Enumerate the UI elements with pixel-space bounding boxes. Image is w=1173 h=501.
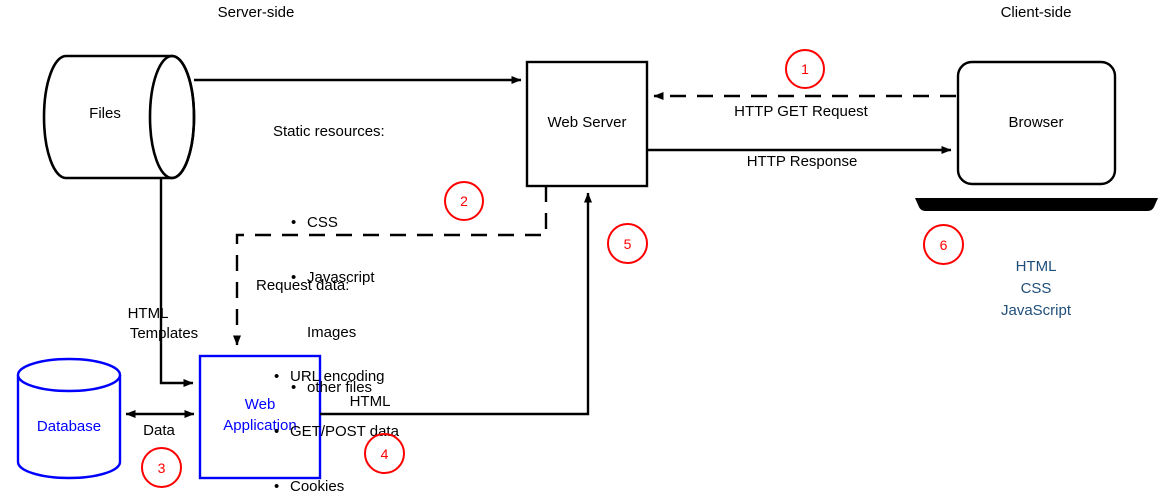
step-marker-4: 4 (364, 433, 405, 474)
step-marker-2: 2 (444, 181, 484, 221)
step-marker-3: 3 (141, 447, 182, 488)
request-data-item-url-encoding: URL encoding (274, 368, 399, 387)
client-stack-html: HTML (1015, 258, 1057, 275)
static-resources-group: Static resources: CSS Javascript Images … (273, 86, 385, 470)
laptop-base-shape (915, 198, 1158, 211)
request-data-item-cookies: Cookies (274, 478, 399, 497)
request-data-list: URL encoding GET/POST data Cookies (256, 331, 399, 501)
step-marker-5: 5 (607, 223, 648, 264)
edge-html-templates (159, 178, 194, 387)
client-side-title: Client-side (1000, 4, 1072, 21)
database-node-label: Database (36, 418, 102, 435)
static-resources-list: CSS Javascript Images other files (273, 177, 385, 433)
static-resource-item-javascript: Javascript (291, 269, 385, 288)
files-node-label: Files (89, 105, 121, 122)
client-stack-javascript: JavaScript (1000, 302, 1072, 319)
step-marker-1: 1 (785, 49, 825, 89)
files-cylinder-shape (42, 54, 196, 180)
static-resources-title: Static resources: (273, 122, 385, 140)
html-label: HTML (349, 393, 391, 410)
http-get-request-label: HTTP GET Request (734, 103, 868, 120)
static-resource-item-css: CSS (291, 214, 385, 233)
step-marker-6: 6 (923, 224, 964, 265)
data-label: Data (143, 422, 175, 439)
database-cylinder-shape (16, 357, 122, 480)
browser-node-label: Browser (1008, 114, 1064, 131)
browser-box-shape (956, 60, 1117, 186)
web-server-box-shape (525, 60, 649, 188)
html-templates-label-line1: HTML (127, 305, 169, 322)
client-stack-css: CSS (1020, 280, 1052, 297)
request-data-title: Request data: (256, 276, 350, 294)
http-response-label: HTTP Response (746, 153, 858, 170)
edge-request-data (233, 186, 548, 346)
request-data-group: Request data: URL encoding GET/POST data… (256, 240, 399, 501)
web-application-node-label-line1: Web (244, 396, 276, 413)
web-server-node-label: Web Server (547, 114, 627, 131)
static-resource-item-images: Images (307, 323, 357, 341)
html-templates-label-line2: Templates (129, 325, 199, 342)
edge-html-to-web-server (320, 192, 592, 416)
server-side-title: Server-side (217, 4, 295, 21)
